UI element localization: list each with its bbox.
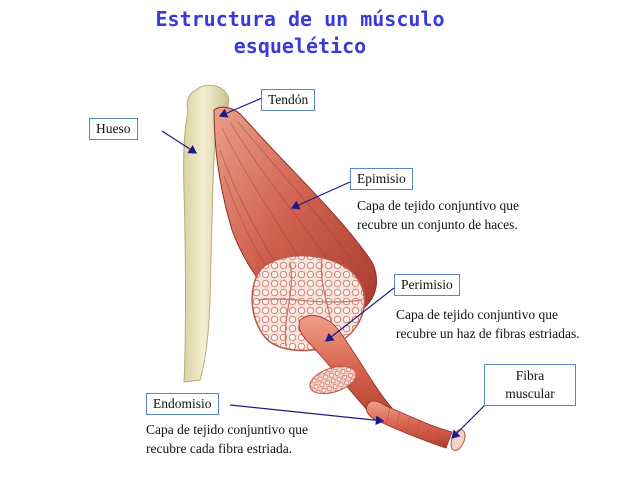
desc-endomisio: Capa de tejido conjuntivo que recubre ca… xyxy=(146,420,308,458)
pointer-arrows xyxy=(161,97,491,439)
arrow-perimisio xyxy=(325,287,395,342)
title-line-1: Estructura de un músculo xyxy=(155,7,445,31)
label-fibra-muscular: Fibra muscular xyxy=(484,364,576,406)
desc-epimisio-line-2: recubre un conjunto de haces. xyxy=(357,217,518,232)
desc-endomisio-line-1: Capa de tejido conjuntivo que xyxy=(146,422,308,437)
label-hueso: Hueso xyxy=(89,118,138,140)
desc-endomisio-line-2: recubre cada fibra estriada. xyxy=(146,441,293,456)
arrow-epimisio xyxy=(290,181,351,210)
title-line-2: esquelético xyxy=(233,34,367,58)
small-fascicle-section xyxy=(309,365,357,395)
arrow-endomisio xyxy=(229,404,385,426)
fibra-line-2: muscular xyxy=(505,386,555,401)
muscle-fiber xyxy=(366,400,453,449)
desc-perimisio-line-1: Capa de tejido conjuntivo que xyxy=(396,307,558,322)
label-perimisio: Perimisio xyxy=(394,274,460,296)
label-endomisio: Endomisio xyxy=(146,393,219,415)
arrow-fibra xyxy=(451,399,491,439)
desc-epimisio-line-1: Capa de tejido conjuntivo que xyxy=(357,198,519,213)
desc-epimisio: Capa de tejido conjuntivo que recubre un… xyxy=(357,196,519,234)
desc-perimisio-line-2: recubre un haz de fibras estriadas. xyxy=(396,326,580,341)
diagram-title: Estructura de un músculo esquelético xyxy=(100,6,500,60)
fiber-striations xyxy=(385,407,441,444)
label-tendon: Tendón xyxy=(261,89,316,111)
fascicle-cross-section xyxy=(251,254,366,352)
label-epimisio: Epimisio xyxy=(350,168,413,190)
arrow-tendon xyxy=(218,97,263,118)
arrow-hueso xyxy=(161,130,198,154)
fibra-line-1: Fibra xyxy=(515,368,545,383)
desc-perimisio: Capa de tejido conjuntivo que recubre un… xyxy=(396,305,580,343)
